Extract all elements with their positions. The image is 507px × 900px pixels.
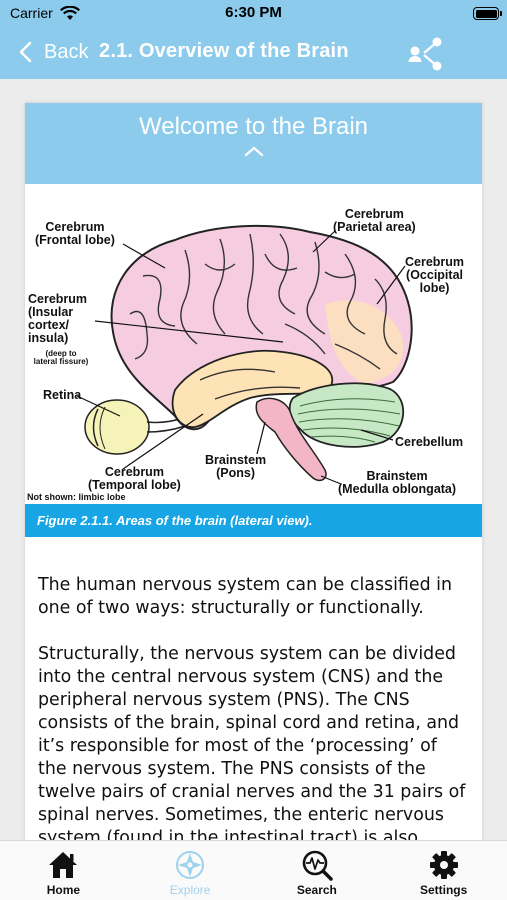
tab-bar: Home Explore Search: [0, 840, 507, 900]
battery-icon: [473, 7, 502, 20]
gear-icon: [429, 851, 458, 879]
label-insular-note: (deep to lateral fissure): [33, 349, 89, 366]
tab-search[interactable]: Search: [254, 841, 381, 900]
chevron-up-icon[interactable]: [244, 145, 264, 157]
label-insular-cortex: Cerebrum (Insular cortex/ insula): [28, 292, 88, 345]
brain-figure: Cerebrum (Frontal lobe) Cerebrum (Pariet…: [25, 184, 482, 504]
tab-settings[interactable]: Settings: [380, 841, 507, 900]
clock: 6:30 PM: [225, 4, 282, 21]
card-title: Welcome to the Brain: [139, 113, 368, 140]
nav-bar: Back 2.1. Overview of the Brain: [0, 28, 507, 79]
page-title: 2.1. Overview of the Brain: [99, 40, 349, 62]
label-medulla-oblongata: Brainstem (Medulla oblongata): [338, 469, 457, 496]
label-occipital-lobe: Cerebrum (Occipital lobe): [405, 255, 465, 295]
tab-label: Home: [46, 883, 81, 897]
brainstem-shape: [255, 397, 327, 482]
back-label: Back: [44, 40, 89, 63]
label-parietal-area: Cerebrum (Parietal area): [333, 207, 416, 234]
tab-label: Settings: [419, 883, 468, 897]
paragraph: The human nervous system can be classifi…: [38, 575, 452, 618]
search-icon: [302, 850, 333, 881]
label-pons: Brainstem (Pons): [205, 453, 267, 480]
card-header[interactable]: Welcome to the Brain: [25, 103, 482, 184]
tab-explore[interactable]: Explore: [127, 841, 254, 900]
label-retina: Retina: [43, 388, 82, 402]
status-bar: Carrier 6:30 PM: [0, 0, 507, 28]
tab-label: Search: [296, 883, 337, 897]
label-frontal-lobe: Cerebrum (Frontal lobe): [35, 220, 115, 247]
brain-diagram: [76, 224, 413, 485]
tab-label: Explore: [169, 883, 211, 897]
content-card: Welcome to the Brain: [25, 103, 482, 840]
back-button[interactable]: Back: [14, 39, 88, 65]
label-temporal-lobe: Cerebrum (Temporal lobe): [88, 465, 181, 492]
paragraph: Structurally, the nervous system can be …: [38, 644, 466, 840]
label-cerebellum: Cerebellum: [395, 435, 464, 449]
home-icon: [49, 852, 78, 878]
share-icon[interactable]: [407, 36, 445, 72]
compass-icon: [176, 851, 205, 879]
label-not-shown: Not shown: limbic lobe: [27, 492, 126, 502]
wifi-icon: [60, 6, 80, 20]
tab-home[interactable]: Home: [0, 841, 127, 900]
article-body: The human nervous system can be classifi…: [25, 537, 482, 840]
chevron-left-icon: [19, 41, 32, 63]
content-scroll[interactable]: Welcome to the Brain: [0, 79, 507, 840]
top-bar: Carrier 6:30 PM Back 2.1. Overview of th…: [0, 0, 507, 79]
figure-caption: Figure 2.1.1. Areas of the brain (latera…: [25, 504, 482, 537]
carrier-label: Carrier: [10, 5, 53, 21]
